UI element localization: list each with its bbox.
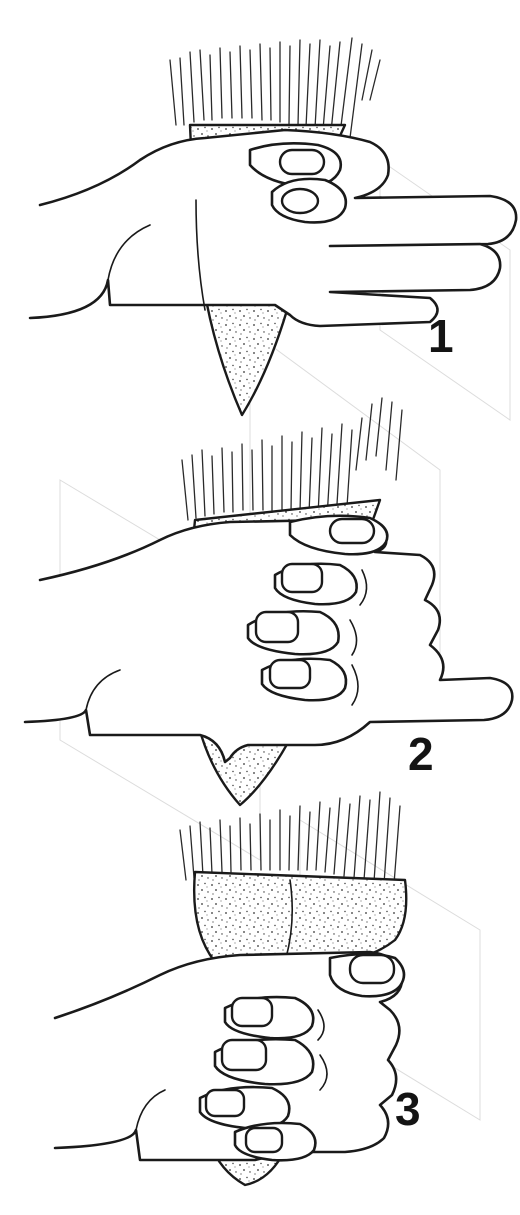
thumbnail-3	[350, 955, 394, 983]
fingernail-3b	[222, 1040, 266, 1070]
hair-fringe-1	[170, 38, 380, 138]
fingernail-3a	[232, 998, 272, 1026]
fingernail-1	[282, 189, 318, 213]
thumbnail-2	[330, 519, 374, 543]
fingernail-3d	[246, 1128, 282, 1152]
panel-3: 3	[55, 792, 421, 1185]
panel-number-3: 3	[395, 1083, 421, 1135]
hair-fringe-3	[180, 792, 400, 884]
panel-1: 1	[30, 38, 516, 415]
stone-scraper-3	[194, 872, 406, 962]
panel-number-1: 1	[428, 310, 454, 362]
panel-2: 2	[25, 398, 512, 805]
fingernail-2c	[270, 660, 310, 688]
fingernail-2b	[256, 612, 298, 642]
thumbnail-1	[280, 150, 324, 174]
fingernail-3c	[206, 1090, 244, 1116]
panel-number-2: 2	[408, 728, 434, 780]
fingernail-2a	[282, 564, 322, 592]
